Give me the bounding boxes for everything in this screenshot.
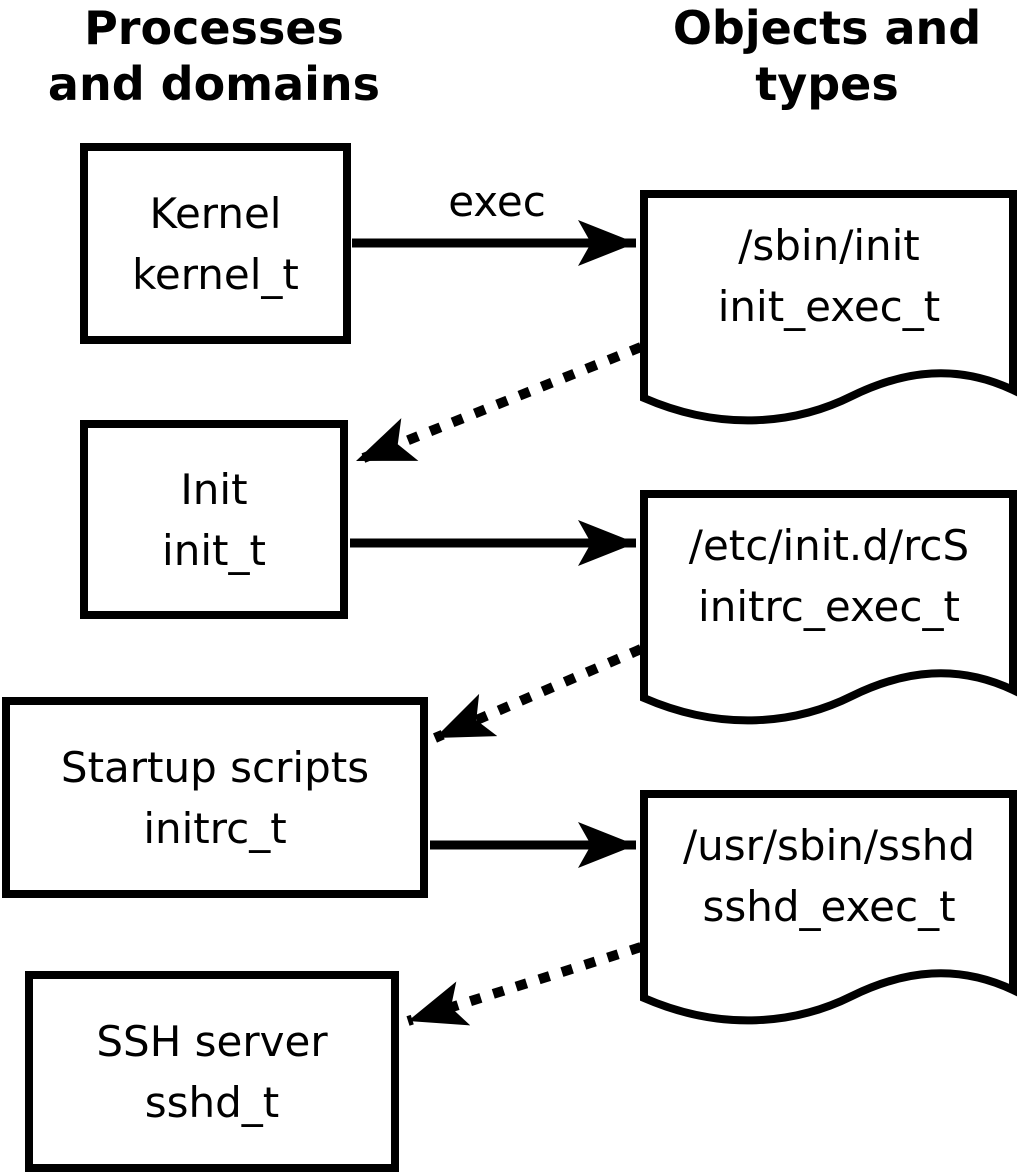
object-doc-etc-initd-rcs: /etc/init.d/rcS initrc_exec_t bbox=[642, 494, 1016, 658]
column-header-objects: Objects and types bbox=[630, 0, 1024, 112]
process-box-kernel: Kernel kernel_t bbox=[80, 143, 351, 344]
object-doc-usr-sbin-sshd: /usr/sbin/sshd sshd_exec_t bbox=[642, 794, 1016, 958]
object-doc-sbin-init: /sbin/init init_exec_t bbox=[642, 194, 1016, 358]
process-name: Kernel bbox=[149, 188, 282, 238]
exec-arrow-label: exec bbox=[448, 177, 546, 226]
process-domain-type: sshd_t bbox=[144, 1077, 280, 1127]
object-type: initrc_exec_t bbox=[698, 582, 960, 631]
process-name: Init bbox=[180, 464, 248, 514]
process-box-init: Init init_t bbox=[80, 420, 348, 619]
column-header-objects-line1: Objects and bbox=[672, 1, 982, 55]
process-box-ssh-server: SSH server sshd_t bbox=[25, 971, 399, 1172]
document-shape-sbin-init bbox=[640, 190, 1017, 425]
process-domain-type: kernel_t bbox=[132, 249, 299, 299]
process-name: Startup scripts bbox=[60, 742, 370, 792]
column-header-processes-line2: and domains bbox=[47, 57, 381, 111]
dotted-arrow-initrc-exec-to-initrc bbox=[433, 644, 643, 743]
column-header-processes: Processes and domains bbox=[18, 0, 410, 112]
process-name: SSH server bbox=[96, 1016, 328, 1066]
object-path: /sbin/init bbox=[738, 221, 920, 270]
column-header-processes-line1: Processes bbox=[84, 1, 344, 55]
object-type: init_exec_t bbox=[717, 282, 941, 331]
dotted-arrow-sshd-exec-to-sshd bbox=[406, 942, 643, 1026]
document-shape-etc-initd-rcs bbox=[640, 490, 1017, 725]
process-box-startup-scripts: Startup scripts initrc_t bbox=[2, 697, 428, 898]
object-type: sshd_exec_t bbox=[702, 882, 956, 931]
column-header-objects-line2: types bbox=[755, 57, 899, 111]
process-domain-type: init_t bbox=[162, 525, 266, 575]
process-domain-type: initrc_t bbox=[143, 803, 287, 853]
object-path: /etc/init.d/rcS bbox=[688, 521, 970, 570]
object-path: /usr/sbin/sshd bbox=[682, 821, 976, 870]
dotted-arrow-init-exec-to-init bbox=[354, 342, 643, 466]
document-shape-usr-sbin-sshd bbox=[640, 790, 1017, 1025]
